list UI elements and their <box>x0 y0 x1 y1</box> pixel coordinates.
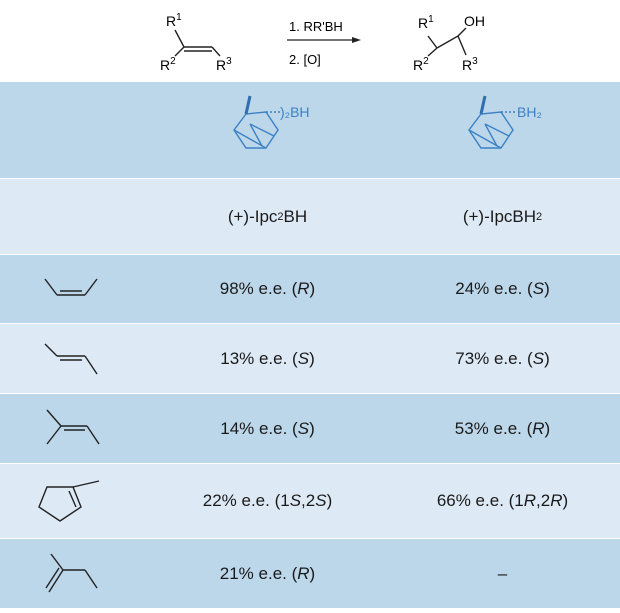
ipcbh2-svg: BH₂ <box>467 95 542 149</box>
table-row: 21% e.e. (R) – <box>0 539 620 609</box>
reactant-r1: R1 <box>166 12 182 29</box>
reaction-scheme: R1 R2 R3 1. RR'BH 2. [O] R1 R2 R3 OH <box>0 0 620 82</box>
reactant-r3: R3 <box>216 56 232 73</box>
ipc2bh-struct-label: )₂BH <box>280 104 310 120</box>
ee-ipcbh2: – <box>497 563 508 583</box>
substrate-cis-2-butene <box>0 255 150 323</box>
scheme-svg: R1 R2 R3 1. RR'BH 2. [O] R1 R2 R3 OH <box>160 12 485 73</box>
step-1-label: 1. RR'BH <box>289 19 343 34</box>
ipc2bh-structure: )₂BH <box>150 82 385 178</box>
arrow-head <box>352 37 361 43</box>
ee-ipc2bh: 14% e.e. (S) <box>220 418 315 438</box>
substrate-1-methylcyclopentene <box>0 464 150 538</box>
table-row: 98% e.e. (R) 24% e.e. (S) <box>0 255 620 324</box>
ee-ipcbh2: 73% e.e. (S) <box>455 348 550 368</box>
table-row: 14% e.e. (S) 53% e.e. (R) <box>0 394 620 464</box>
reactant-alkene <box>174 29 221 57</box>
product-r2: R2 <box>413 56 429 73</box>
ipc2bh-svg: )₂BH <box>232 95 310 149</box>
substrate-2-methyl-1-butene <box>0 539 150 608</box>
product-skeleton <box>427 27 467 57</box>
substrate-trans-2-butene <box>0 324 150 393</box>
ee-ipc2bh: 21% e.e. (R) <box>219 563 316 583</box>
ee-ipc2bh: 98% e.e. (R) <box>219 279 316 298</box>
ee-ipcbh2: 53% e.e. (R) <box>454 418 551 438</box>
ee-ipc2bh: 13% e.e. (S) <box>220 348 315 368</box>
product-oh: OH <box>464 13 485 29</box>
product-r1: R1 <box>418 14 434 31</box>
reactant-r2: R2 <box>160 56 176 73</box>
product-r3: R3 <box>462 56 478 73</box>
table-row: 13% e.e. (S) 73% e.e. (S) <box>0 324 620 394</box>
ipcbh2-struct-label: BH₂ <box>517 104 542 120</box>
substrate-2-methyl-2-butene <box>0 394 150 463</box>
reagent-structure-row: )₂BH BH₂ <box>0 82 620 179</box>
step-2-label: 2. [O] <box>289 52 321 67</box>
ipcbh2-structure: BH₂ <box>385 82 620 178</box>
ee-ipcbh2: 24% e.e. (S) <box>455 279 550 298</box>
